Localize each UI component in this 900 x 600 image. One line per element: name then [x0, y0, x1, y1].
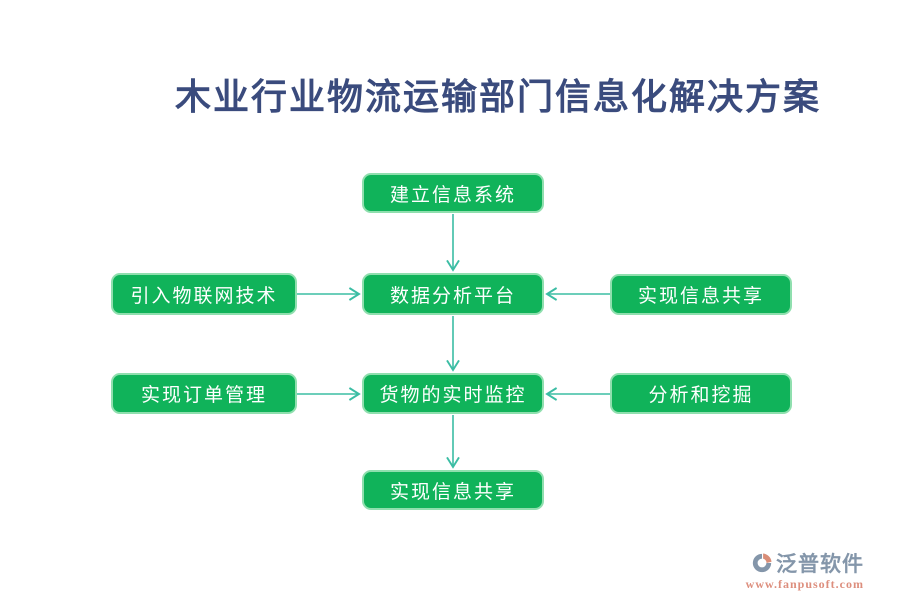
watermark: 泛普软件 www.fanpusoft.com: [746, 548, 864, 592]
flow-node-n2: 引入物联网技术: [111, 273, 297, 315]
brand-name: 泛普软件: [776, 552, 864, 576]
flow-node-n6: 货物的实时监控: [362, 373, 544, 414]
flow-node-n3: 数据分析平台: [362, 273, 544, 315]
flow-node-label: 引入物联网技术: [130, 285, 278, 307]
flow-node-n4: 实现信息共享: [610, 274, 792, 315]
flow-node-label: 建立信息系统: [389, 184, 516, 206]
flow-node-n7: 分析和挖掘: [610, 373, 792, 414]
flow-node-label: 实现订单管理: [140, 385, 267, 406]
brand-url: www.fanpusoft.com: [745, 577, 864, 591]
flow-node-label: 实现信息共享: [637, 286, 764, 307]
flow-node-n5: 实现订单管理: [111, 373, 297, 414]
brand-row: 泛普软件: [751, 548, 864, 578]
flow-node-n1: 建立信息系统: [362, 173, 544, 213]
flow-node-label: 实现信息共享: [389, 481, 516, 503]
flow-node-label: 货物的实时监控: [379, 385, 527, 406]
fanpu-logo-icon: [752, 553, 772, 573]
flow-node-n8: 实现信息共享: [362, 470, 544, 510]
flow-node-label: 分析和挖掘: [648, 385, 754, 406]
flow-node-label: 数据分析平台: [389, 285, 516, 307]
page-title: 木业行业物流运输部门信息化解决方案: [174, 77, 821, 117]
